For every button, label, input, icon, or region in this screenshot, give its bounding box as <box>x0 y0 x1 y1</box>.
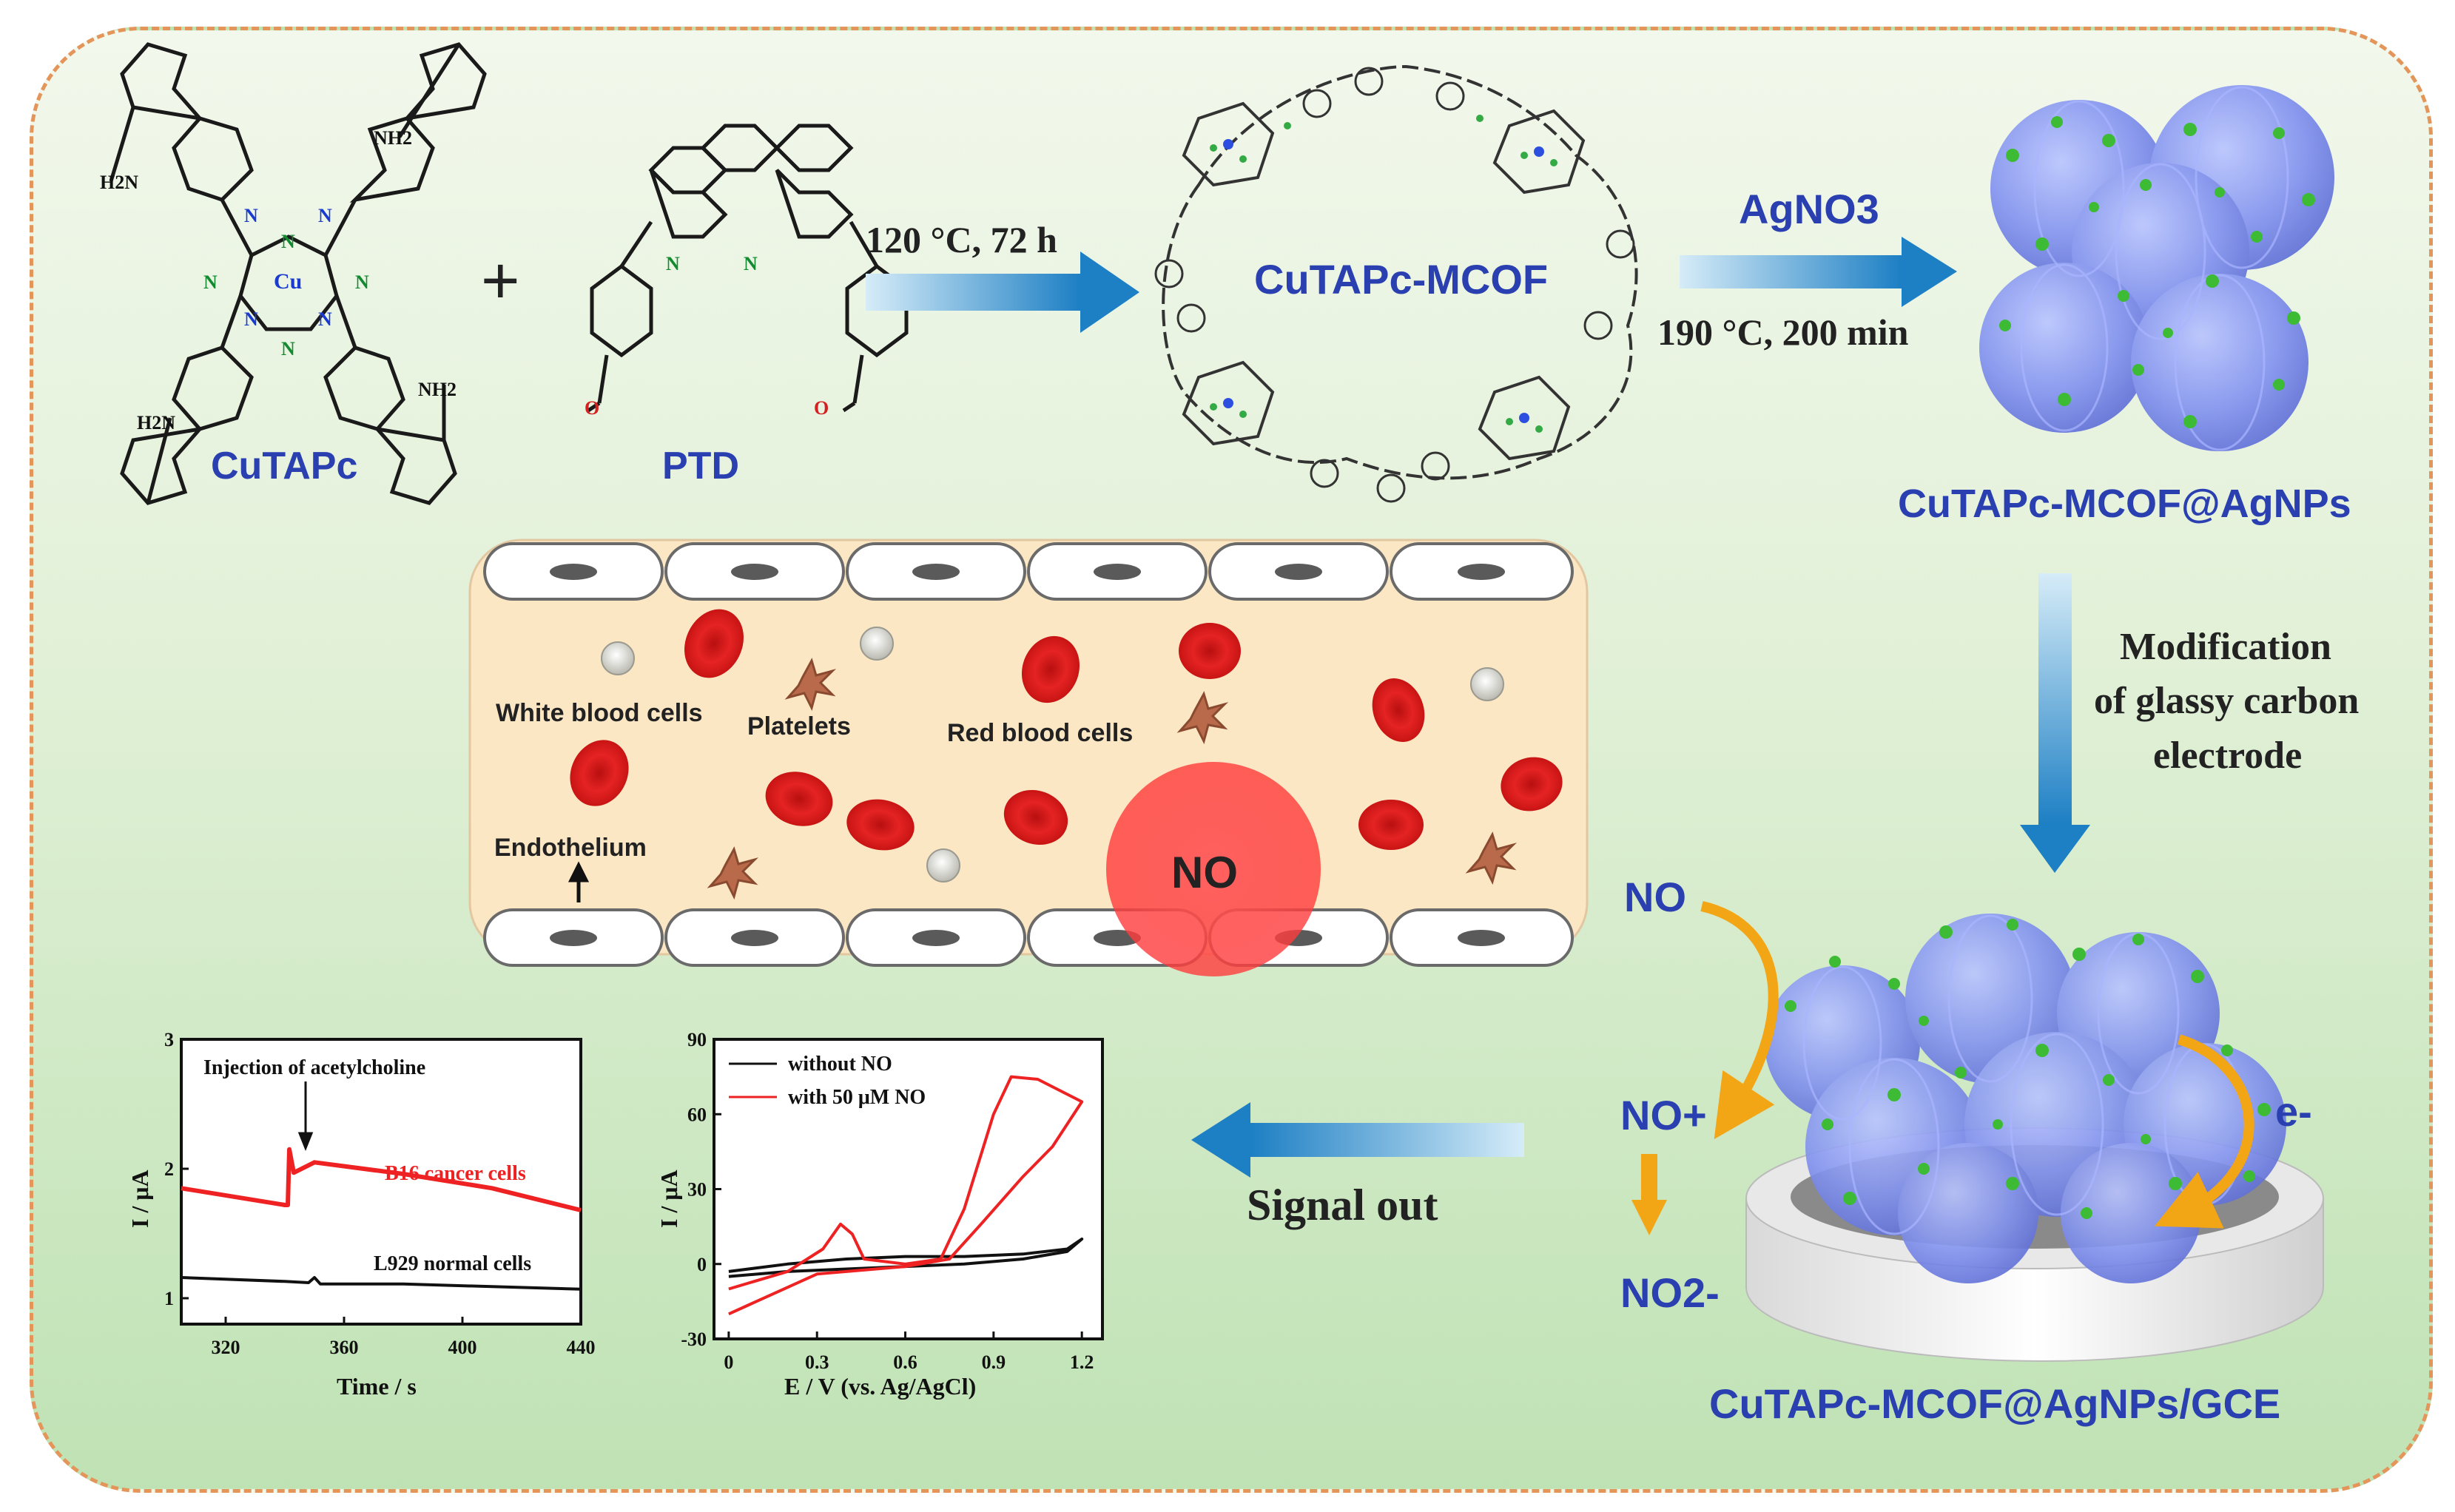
chart2-legend-lines <box>729 1062 777 1098</box>
no-glow <box>1106 762 1321 976</box>
electrode-electron-label: e- <box>2275 1088 2312 1135</box>
atom-n-1: N <box>281 231 295 252</box>
white-blood-cells <box>601 627 1504 882</box>
chart2-series-line <box>728 1075 1084 1316</box>
chart1-series-line <box>181 1147 582 1212</box>
chart1-xtick-label: 320 <box>212 1337 240 1358</box>
ptd-label: PTD <box>662 445 739 487</box>
mcof-label: CuTAPc-MCOF <box>1254 256 1549 303</box>
cutapc-structure <box>109 42 487 505</box>
endothelium-arrow <box>568 861 590 902</box>
atom-h2n-bottom: H2N <box>137 412 175 433</box>
ptd-structure <box>587 124 909 413</box>
endothelium-bottom <box>483 908 1574 967</box>
atom-n-3: N <box>355 271 369 293</box>
conversion-arrow <box>1631 1154 1667 1235</box>
atom-n-8: N <box>318 308 332 330</box>
agnps-cluster <box>1979 85 2334 451</box>
atom-n-ptd-1: N <box>666 253 680 274</box>
chart-amperometric: 320 360 400 440 1 2 3 <box>164 1029 596 1358</box>
electron-arrow <box>2154 1034 2254 1229</box>
chart1-annotation: Injection of acetylcholine <box>203 1056 425 1079</box>
mcof-framework <box>1154 64 1638 503</box>
step1-condition: 120 °C, 72 h <box>866 219 1057 260</box>
atom-nh2-bottom: NH2 <box>418 379 457 400</box>
chart1-plot-area <box>180 1038 582 1326</box>
cutapc-label: CuTAPc <box>211 445 358 487</box>
atom-n-2: N <box>203 271 218 293</box>
chart1-series-line <box>181 1276 582 1291</box>
chart2-ytick-label: 60 <box>687 1104 707 1125</box>
atom-nh2-top: NH2 <box>374 127 412 149</box>
blood-vessel <box>468 539 1589 976</box>
step2-reagent: AgNO3 <box>1739 186 1879 232</box>
chart2-xtick-label: 0.9 <box>982 1351 1006 1373</box>
atom-o-ptd-2: O <box>814 397 829 419</box>
atom-o-ptd-1: O <box>585 397 599 419</box>
electrode-no-label: NO <box>1624 874 1686 920</box>
chart1-xtick-label: 400 <box>448 1337 477 1358</box>
atom-h2n-top: H2N <box>100 172 138 193</box>
chart2-xtick-label: 0.6 <box>893 1351 917 1373</box>
chart2-xtick-label: 0 <box>724 1351 733 1373</box>
chart2-legend-with: with 50 μM NO <box>788 1086 926 1109</box>
chart2-xtick-label: 0.3 <box>805 1351 829 1373</box>
chart1-ytick-label: 3 <box>164 1029 174 1050</box>
arrow-signal <box>1191 1102 1524 1178</box>
arrow-step1 <box>866 252 1139 333</box>
atom-n-4: N <box>281 338 295 360</box>
chart2-ytick-label: 30 <box>687 1179 707 1201</box>
vessel-no-label: NO <box>1171 848 1238 897</box>
white-cells-label: White blood cells <box>496 699 703 727</box>
platelets-label: Platelets <box>747 712 851 740</box>
red-cells-label: Red blood cells <box>947 719 1134 747</box>
chart2-ytick-label: -30 <box>681 1329 707 1350</box>
chart1-series-l929-label: L929 normal cells <box>374 1252 531 1275</box>
chart2-xtick-label: 1.2 <box>1070 1351 1094 1373</box>
red-blood-cells <box>570 609 1563 851</box>
atom-n-6: N <box>318 205 332 226</box>
chart1-xtick-label: 360 <box>330 1337 359 1358</box>
chart2-ytick-label: 0 <box>697 1254 707 1275</box>
atom-n-7: N <box>244 308 258 330</box>
chart1-series-b16-label: B16 cancer cells <box>385 1162 526 1185</box>
electrode <box>1631 901 2324 1363</box>
electrode-no2-label: NO2- <box>1620 1269 1720 1316</box>
electrode-no-plus-label: NO+ <box>1620 1092 1707 1138</box>
atom-n-ptd-2: N <box>744 253 758 274</box>
atom-cu: Cu <box>274 269 302 294</box>
atom-n-5: N <box>244 205 258 226</box>
chart1-xlabel: Time / s <box>337 1373 417 1400</box>
arrow-modification <box>2020 573 2090 873</box>
chart1-ytick-label: 1 <box>164 1288 174 1309</box>
modification-line1: Modification <box>2120 626 2331 668</box>
ptd-atoms: N N O O <box>585 253 829 419</box>
chart-cyclic-voltammetry: 0 0.3 0.6 0.9 1.2 -30 0 30 60 90 <box>681 1029 1104 1373</box>
electrode-label: CuTAPc-MCOF@AgNPs/GCE <box>1709 1380 2281 1427</box>
chart1-ytick-label: 2 <box>164 1158 174 1180</box>
injection-arrow <box>297 1081 314 1152</box>
plus-sign: + <box>481 244 520 318</box>
signal-out-label: Signal out <box>1247 1181 1438 1229</box>
agnps-label: CuTAPc-MCOF@AgNPs <box>1898 482 2351 526</box>
chart1-ylabel: I / μA <box>127 1170 153 1228</box>
modification-line3: electrode <box>2153 735 2303 777</box>
endothelium-label: Endothelium <box>494 834 647 862</box>
oxidation-arrow <box>1700 901 1779 1139</box>
cutapc-atoms: H2N NH2 H2N NH2 Cu N N N N N N N N <box>100 127 457 433</box>
arrow-step2 <box>1680 237 1957 307</box>
chart2-ytick-label: 90 <box>687 1029 707 1050</box>
step2-condition: 190 °C, 200 min <box>1657 311 1909 353</box>
chart2-legend-without: without NO <box>788 1053 892 1076</box>
endothelium-top <box>483 542 1574 601</box>
chart1-xtick-label: 440 <box>567 1337 596 1358</box>
chart2-ylabel: I / μA <box>656 1170 682 1228</box>
modification-line2: of glassy carbon <box>2094 680 2360 722</box>
chart2-xlabel: E / V (vs. Ag/AgCl) <box>784 1373 976 1400</box>
platelets <box>707 658 1518 900</box>
